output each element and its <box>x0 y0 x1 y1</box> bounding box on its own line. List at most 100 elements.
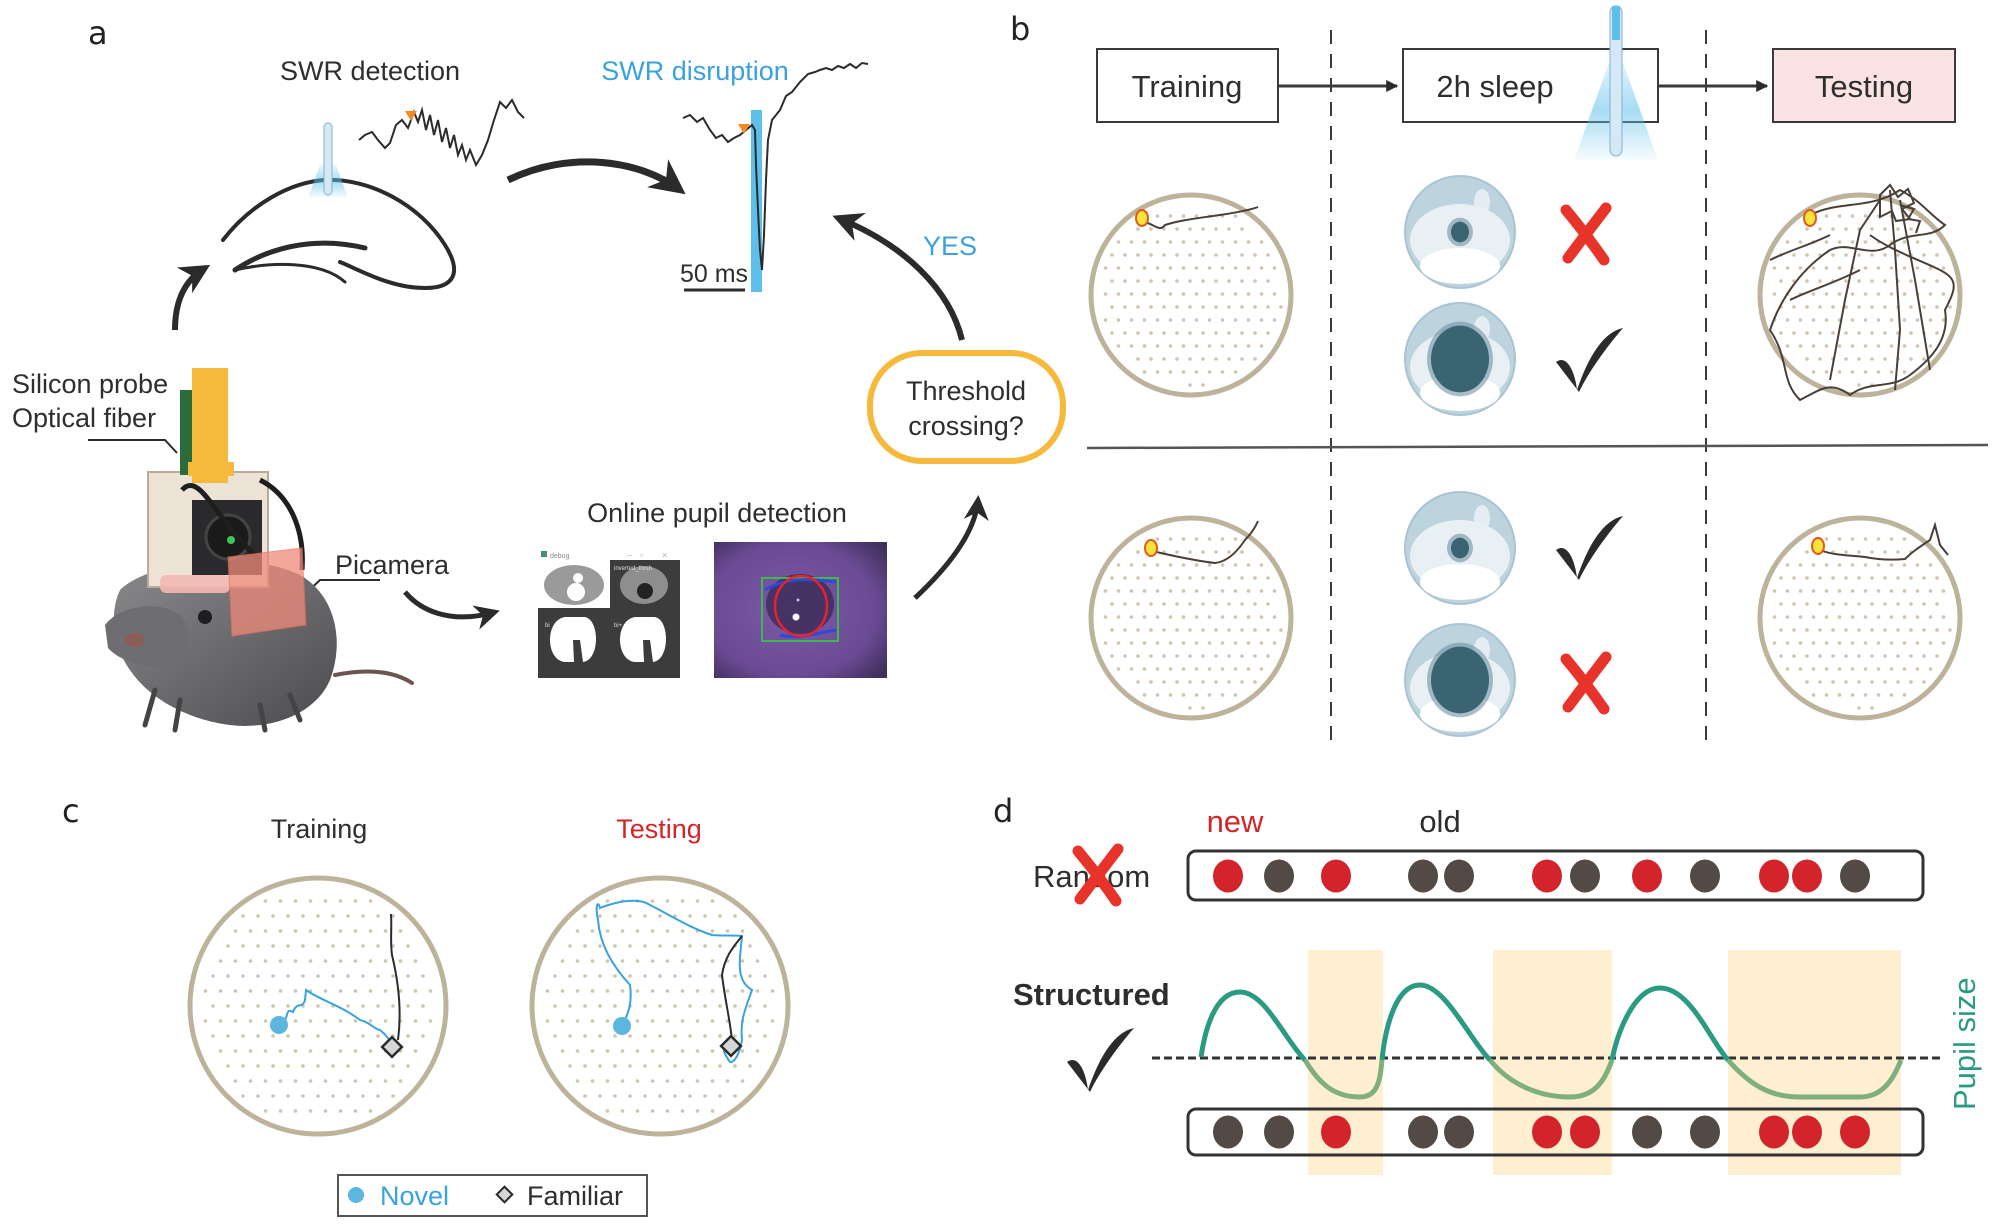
arena-floor-dot <box>688 1064 692 1068</box>
arena-floor-dot <box>308 929 313 933</box>
arena-floor-dot <box>553 1004 557 1008</box>
arena-floor-dot <box>1233 667 1238 671</box>
arena-floor-dot <box>1194 344 1199 348</box>
arena-floor-dot <box>1850 537 1855 541</box>
pupil-size-curve-low-3 <box>1726 1058 1904 1100</box>
arena-floor-dot <box>293 899 298 903</box>
arena-floor-dot <box>1805 305 1809 309</box>
arena-floor-dot <box>605 929 610 933</box>
arena-floor-dot <box>286 1004 290 1008</box>
arena-floor-dot <box>1116 240 1121 244</box>
arena-floor-dot <box>368 1019 373 1023</box>
arena-floor-dot <box>1805 602 1809 606</box>
arena-floor-dot <box>263 1049 268 1053</box>
arena-floor-dot <box>256 1004 260 1008</box>
arena-floor-dot <box>1253 331 1257 335</box>
arena-floor-dot <box>718 944 722 948</box>
arena-floor-dot <box>1233 240 1238 244</box>
arena-floor-dot <box>1266 331 1270 335</box>
eye-small-pupil-row1 <box>1404 175 1516 289</box>
arena-floor-dot <box>1824 292 1829 296</box>
arena-floor-dot <box>1824 563 1829 567</box>
arena-floor-dot <box>703 1094 707 1098</box>
arena-floor-dot <box>1889 615 1894 619</box>
arena-floor-dot <box>1844 331 1848 335</box>
arena-floor-dot <box>1162 357 1166 361</box>
arena-floor-dot <box>1798 641 1803 645</box>
arena-floor-dot <box>353 959 358 963</box>
arena-floor-dot <box>1902 344 1907 348</box>
arena-floor-dot <box>1168 615 1173 619</box>
arena-floor-dot <box>233 1079 238 1083</box>
start-marker-row1-test <box>1803 209 1817 227</box>
arena-floor-dot <box>650 1109 655 1113</box>
old-item-dot <box>1264 1115 1294 1149</box>
arena-floor-dot <box>1155 589 1160 593</box>
testing-title: Testing <box>616 814 702 844</box>
arena-floor-dot <box>293 959 298 963</box>
arena-floor-dot <box>733 1064 737 1068</box>
arena-floor-dot <box>628 914 632 918</box>
arena-floor-dot <box>1110 602 1114 606</box>
arena-floor-dot <box>680 959 685 963</box>
arena-floor-dot <box>553 1034 557 1038</box>
arena-floor-dot <box>361 1004 365 1008</box>
arena-floor-dot <box>1922 305 1926 309</box>
arena-floor-dot <box>1811 370 1816 374</box>
arena-floor-dot <box>1129 266 1134 270</box>
arena-floor-dot <box>203 989 208 993</box>
arena-floor-dot <box>1142 693 1147 697</box>
arena-floor-dot <box>1227 628 1231 632</box>
arena-floor-dot <box>1155 641 1160 645</box>
old-item-dot <box>1444 1115 1474 1149</box>
arena-floor-dot <box>241 1094 245 1098</box>
arena-floor-dot <box>1798 318 1803 322</box>
arena-floor-dot <box>1136 628 1140 632</box>
arena-floor-dot <box>1253 576 1257 580</box>
arena-floor-dot <box>1902 292 1907 296</box>
arena-floor-dot <box>316 1094 320 1098</box>
arena-floor-dot <box>1785 667 1790 671</box>
arena-floor-dot <box>218 989 223 993</box>
arena-floor-dot <box>643 1064 647 1068</box>
arena-floor-dot <box>658 1034 662 1038</box>
arena-floor-dot <box>1162 279 1166 283</box>
arena-floor-dot <box>1149 628 1153 632</box>
arena-floor-dot <box>1928 240 1933 244</box>
arena-floor-dot <box>1181 615 1186 619</box>
arena-floor-dot <box>1162 305 1166 309</box>
pupil-camera-frame <box>714 542 887 678</box>
arena-floor-dot <box>278 959 283 963</box>
arena-floor-dot <box>1168 537 1173 541</box>
training-title: Training <box>271 814 368 844</box>
arena-floor-dot <box>1233 318 1238 322</box>
arena-floor-dot <box>308 1109 313 1113</box>
arena-floor-dot <box>353 1109 358 1113</box>
arena-floor-dot <box>1876 370 1881 374</box>
arena-floor-dot <box>1837 266 1842 270</box>
arena-rim <box>1088 192 1294 398</box>
arena-floor-dot <box>241 1004 245 1008</box>
arena-floor-dot <box>643 1094 647 1098</box>
arena-floor-dot <box>1136 227 1140 231</box>
arena-floor-dot <box>1233 589 1238 593</box>
arena-floor-dot <box>695 1109 700 1113</box>
new-item-dot <box>1213 859 1243 893</box>
arena-floor-dot <box>338 1049 343 1053</box>
arena-floor-dot <box>1214 654 1218 658</box>
arena-floor-dot <box>1129 563 1134 567</box>
arena-floor-dot <box>673 974 677 978</box>
arena-floor-dot <box>710 1019 715 1023</box>
random-cross-icon <box>1072 843 1124 907</box>
arena-floor-dot <box>323 1109 328 1113</box>
arena-floor-dot <box>338 1019 343 1023</box>
arena-floor-dot <box>590 1019 595 1023</box>
arena-floor-dot <box>1272 292 1277 296</box>
arena-floor-dot <box>1136 680 1140 684</box>
arena-floor-dot <box>1214 628 1218 632</box>
arena-floor-dot <box>1142 563 1147 567</box>
arena-floor-dot <box>613 1064 617 1068</box>
arena-floor-dot <box>1136 279 1140 283</box>
arena-floor-dot <box>590 1079 595 1083</box>
arena-floor-dot <box>1831 253 1835 257</box>
